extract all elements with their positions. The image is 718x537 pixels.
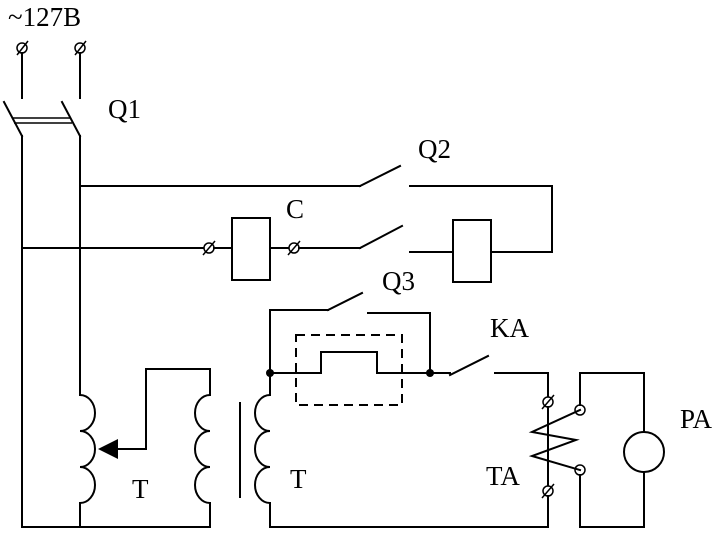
switch-q2 [358, 164, 553, 253]
switch-q2-label: Q2 [418, 134, 451, 164]
ammeter-pa [579, 372, 665, 528]
left-rail-wire [21, 135, 211, 528]
autotransformer-t-label: T [132, 474, 149, 504]
transformer-t-label: T [290, 464, 307, 494]
supply-terminal-left [16, 40, 29, 99]
switch-q3 [269, 291, 431, 373]
junction-dot [266, 369, 274, 377]
transformer-t-secondary [254, 309, 549, 528]
autotransformer-t [78, 368, 212, 528]
switch-q1 [2, 100, 82, 138]
relay-coil-dashed [266, 334, 434, 406]
switch-q3-label: Q3 [382, 266, 415, 296]
relay-ka-label: KA [490, 313, 529, 343]
current-transformer-ta-label: TA [486, 461, 520, 491]
supply-terminal-right [74, 40, 87, 99]
right-rail-wire [79, 135, 361, 396]
capacitor-c-label: C [286, 194, 304, 224]
supply-voltage-label: ~127В [8, 2, 81, 32]
ammeter-pa-label: PA [680, 404, 713, 434]
capacitor-c-branch [202, 217, 553, 283]
relay-ka-contact [429, 354, 549, 397]
switch-q1-label: Q1 [108, 94, 141, 124]
current-transformer-ta [528, 394, 586, 528]
